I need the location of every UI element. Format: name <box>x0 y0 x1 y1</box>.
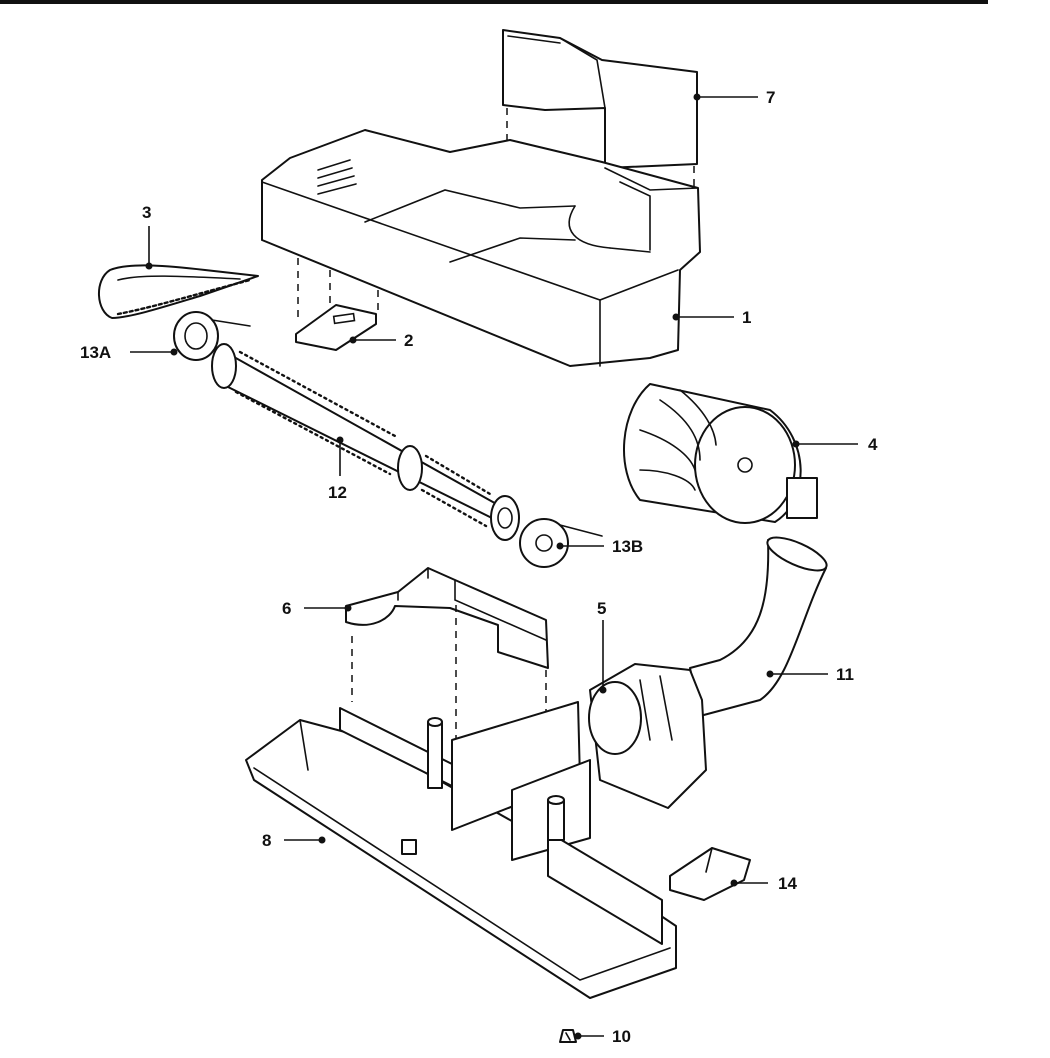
callout-6: 6 <box>282 599 291 618</box>
part-1-hood <box>261 129 701 367</box>
part-5-motor-housing <box>588 663 707 809</box>
callout-12: 12 <box>328 483 347 502</box>
part-4-fan <box>623 383 818 524</box>
callout-1: 1 <box>742 308 751 327</box>
callout-7: 7 <box>766 88 775 107</box>
part-14-clip <box>669 847 751 901</box>
callout-2: 2 <box>404 331 413 350</box>
vent-grille <box>317 159 357 195</box>
part-13a-end-cap <box>173 311 251 361</box>
callout-11: 11 <box>836 665 854 684</box>
callout-8: 8 <box>262 831 271 850</box>
leader-lines <box>130 93 858 1040</box>
part-8-base <box>245 701 677 999</box>
part-13b-end-cap <box>519 518 603 568</box>
callout-13a: 13A <box>80 343 111 362</box>
callout-14: 14 <box>778 874 797 893</box>
part-2-plate <box>295 304 377 351</box>
part-7-bumper <box>502 29 698 169</box>
callout-3: 3 <box>142 203 151 222</box>
callout-4: 4 <box>868 435 878 454</box>
callout-10: 10 <box>612 1027 631 1046</box>
callout-13b: 13B <box>612 537 643 556</box>
callout-5: 5 <box>597 599 606 618</box>
part-10-screw <box>559 1029 577 1043</box>
part-3-belt <box>97 264 259 319</box>
part-6-baffle <box>345 567 549 669</box>
part-11-duct <box>689 536 828 717</box>
part-12-brush-roll <box>211 343 520 541</box>
